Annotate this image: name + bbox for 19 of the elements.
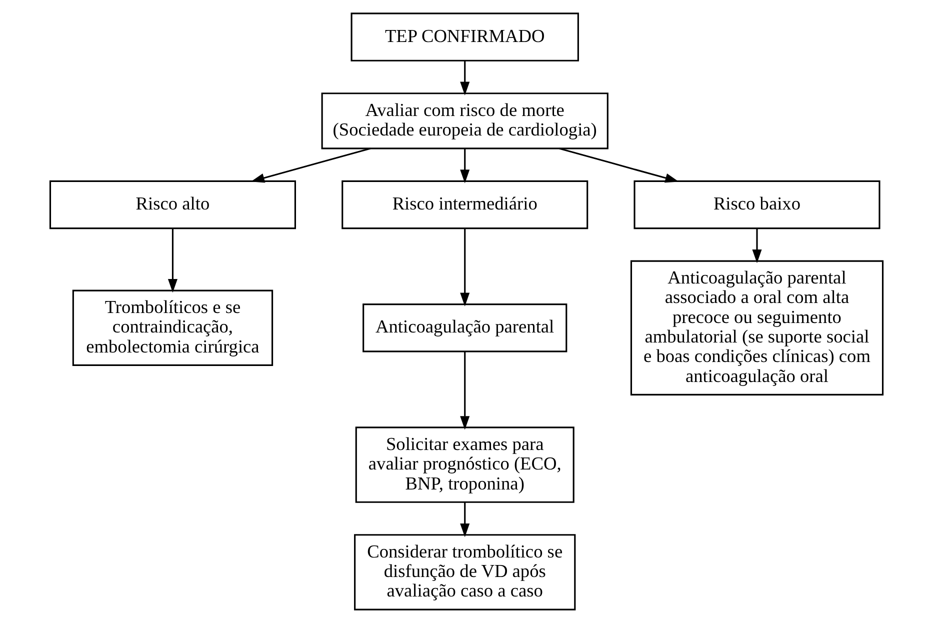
node-box: Anticoagulação parental [362, 304, 567, 352]
node-box: Risco baixo [633, 180, 880, 230]
node-box: Trombolíticos e se contraindicação, embolectomia cirúrgica [72, 290, 273, 366]
arrow [460, 502, 470, 538]
arrow [752, 228, 762, 264]
arrow [167, 228, 177, 293]
node-box: Risco alto [48, 180, 296, 230]
node-box: TEP CONFIRMADO [350, 12, 578, 62]
arrow [460, 228, 470, 306]
node-box: Avaliar com risco de morte (Sociedade europeia de cardiologia) [320, 92, 608, 150]
arrow [460, 60, 470, 96]
arrow [250, 148, 370, 183]
arrow [460, 148, 470, 184]
node-box: Considerar trombolítico se disfunção de VD após avaliação caso a caso [354, 534, 576, 610]
node-box: Anticoagulação parental associado a oral com alta precoce ou seguimento ambulatorial (se suporte social e boas condições clínicas) com anticoagulação oral [630, 260, 884, 396]
arrow [460, 352, 470, 430]
arrow [558, 148, 678, 183]
node-box: Solicitar exames para avaliar prognóstico (ECO, BNP, troponina) [354, 426, 574, 503]
node-box: Risco intermediário [341, 180, 588, 230]
